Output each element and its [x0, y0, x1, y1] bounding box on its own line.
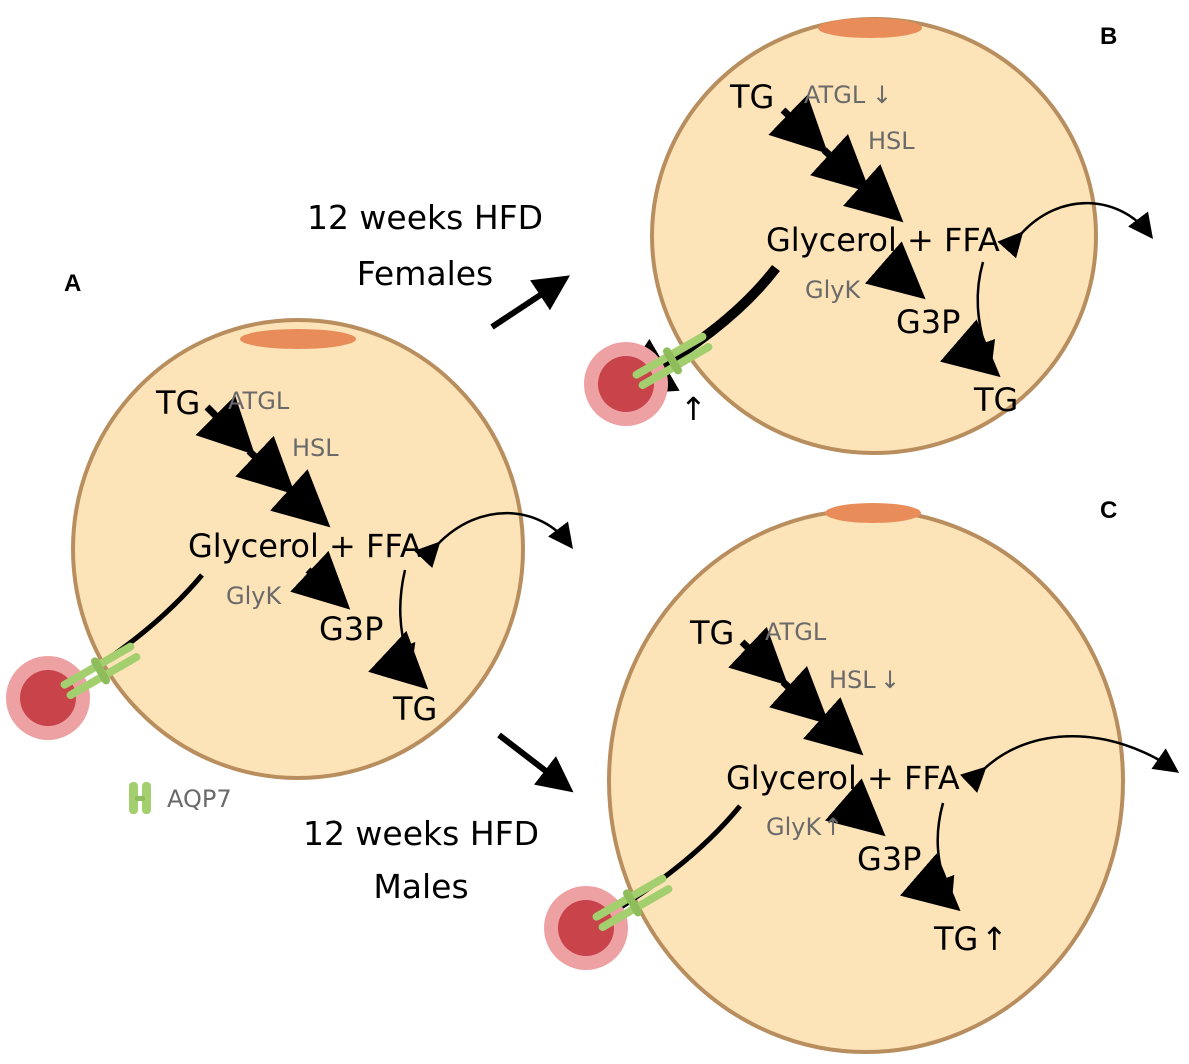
hsl-label-a: HSL — [292, 434, 339, 462]
panel-letter-b: B — [1100, 23, 1117, 50]
aqp7-legend-icon — [129, 782, 151, 814]
glyk-label-a: GlyK — [226, 582, 282, 610]
arrow-glyk-c — [824, 778, 886, 837]
tg-end-label-b: TG — [973, 381, 1018, 419]
g3p-label-c: G3P — [857, 840, 921, 878]
hsl-decrease-mark-c: ↓ — [880, 666, 900, 694]
tg-label-b: TG — [729, 78, 774, 116]
g3p-label-a: G3P — [319, 610, 383, 648]
panel-c: C TG ATGL HSL ↓ Glycerol + FFA GlyK ↑ G3… — [544, 497, 1180, 1054]
arrow-to-glycerol-c — [803, 697, 864, 756]
females-line1: 12 weeks HFD — [307, 198, 543, 237]
arrow-to-panel-b — [490, 275, 571, 330]
aqp7-increase-mark-b: ↑ — [680, 390, 707, 428]
tg-increase-mark-c: ↑ — [981, 920, 1008, 958]
atgl-label-b: ATGL — [804, 81, 866, 109]
nucleus-a — [240, 329, 356, 349]
females-line2: Females — [357, 254, 494, 293]
arrow-to-glycerol-a — [270, 469, 331, 528]
glyk-increase-mark-c: ↑ — [823, 813, 843, 841]
males-line1: 12 weeks HFD — [303, 814, 539, 853]
arrow-glyk-a — [290, 550, 351, 610]
arrow-to-glycerol-b — [843, 164, 904, 223]
nucleus-c — [825, 503, 921, 523]
aqp7-channel-a — [60, 642, 141, 700]
tg-label-c: TG — [689, 614, 734, 652]
arrow-ffa-exchange-c — [959, 735, 1180, 793]
aqp7-legend-label: AQP7 — [167, 785, 232, 813]
panel-b: B ↑ TG ATGL ↓ HSL Glycerol + FFA GlyK G3… — [584, 17, 1154, 455]
arrow-ffa-exchange-a — [414, 511, 574, 569]
glycerol-ffa-label-c: Glycerol + FFA — [726, 759, 960, 797]
tg-end-label-a: TG — [392, 690, 437, 728]
aqp7-channel-b — [632, 332, 713, 390]
tg-end-label-c: TG — [933, 920, 978, 958]
tg-label-a: TG — [155, 384, 200, 422]
g3p-label-b: G3P — [896, 303, 960, 341]
condition-females: 12 weeks HFD Females — [307, 198, 571, 330]
males-line2: Males — [373, 867, 468, 906]
panel-letter-a: A — [64, 270, 81, 297]
aqp7-channel-c — [592, 874, 673, 932]
glycerol-ffa-label-b: Glycerol + FFA — [766, 221, 1000, 259]
hsl-label-b: HSL — [868, 127, 915, 155]
arrow-ffa-tg-a — [391, 569, 416, 670]
arrow-ffa-exchange-b — [997, 201, 1154, 259]
arrow-ffa-tg-c — [931, 802, 955, 903]
nucleus-b — [818, 18, 922, 38]
arrow-to-panel-c — [497, 732, 574, 793]
atgl-label-a: ATGL — [228, 387, 290, 415]
panel-a: A TG ATGL HSL Glycerol + FFA GlyK G3P TG — [6, 270, 574, 780]
atgl-label-c: ATGL — [765, 618, 827, 646]
glycerol-ffa-label-a: Glycerol + FFA — [188, 527, 422, 565]
condition-males: 12 weeks HFD Males — [303, 732, 574, 906]
glyk-label-c: GlyK — [766, 813, 822, 841]
glyk-label-b: GlyK — [805, 276, 861, 304]
hsl-label-c: HSL — [829, 666, 876, 694]
arrow-ffa-tg-b — [971, 261, 996, 367]
atgl-decrease-mark-b: ↓ — [872, 81, 892, 109]
panel-letter-c: C — [1100, 497, 1117, 524]
arrow-glyk-b — [864, 241, 926, 300]
legend: AQP7 — [129, 782, 232, 814]
